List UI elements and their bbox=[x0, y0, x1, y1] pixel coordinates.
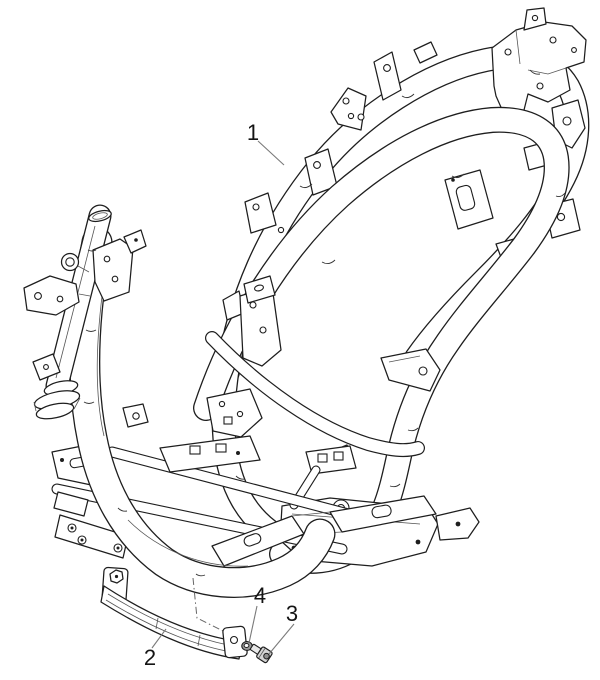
protection-bar bbox=[100, 566, 248, 660]
footboard-brackets bbox=[51, 435, 437, 567]
callout-frame: 1 bbox=[247, 120, 259, 145]
bar-body bbox=[100, 585, 243, 660]
leader-line-4 bbox=[248, 605, 258, 644]
callout-protection-bar: 2 bbox=[144, 645, 156, 670]
frame-top-brackets bbox=[244, 41, 438, 234]
tube-segment-lines bbox=[83, 69, 566, 577]
rear-top-bracket bbox=[491, 7, 587, 115]
callout-washer: 4 bbox=[254, 583, 266, 608]
leader-line-1 bbox=[257, 140, 285, 166]
callouts: 1 2 3 4 bbox=[144, 120, 298, 670]
steering-brackets bbox=[23, 229, 149, 428]
leader-line-2 bbox=[151, 628, 167, 649]
leader-line-3 bbox=[268, 623, 295, 655]
center-bracket-cluster bbox=[206, 275, 282, 438]
alignment-dashline bbox=[192, 577, 232, 636]
screw bbox=[249, 643, 273, 664]
front-down-tube bbox=[85, 242, 320, 582]
steering-head-tube bbox=[33, 209, 112, 420]
callout-screw: 3 bbox=[286, 601, 298, 626]
